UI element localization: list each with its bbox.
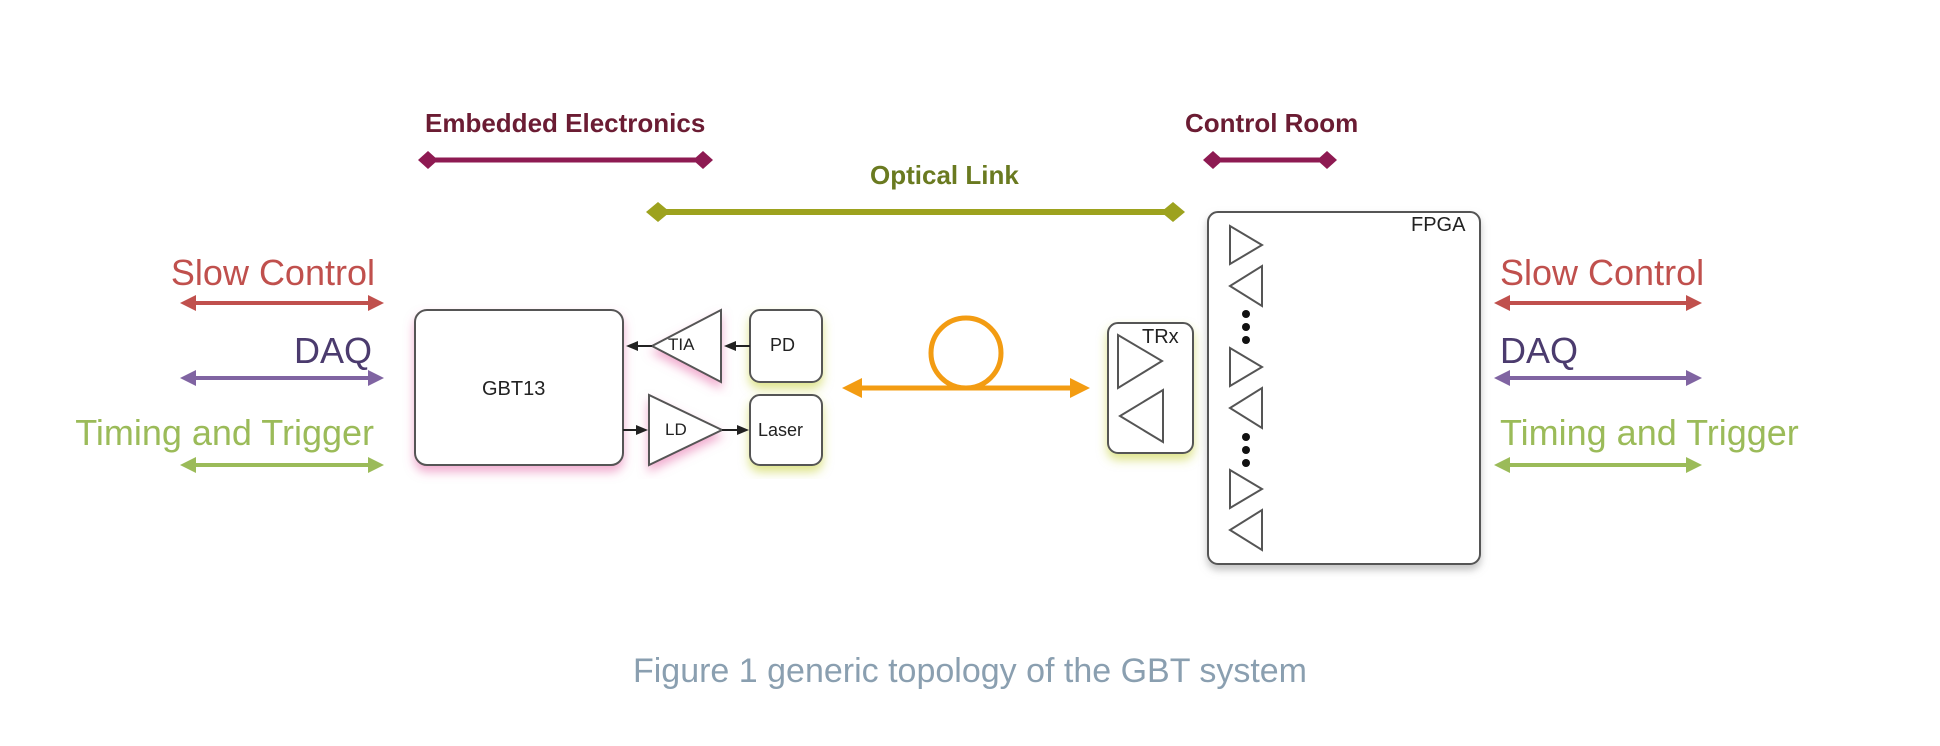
fpga-label: FPGA <box>1411 214 1466 236</box>
right-timing-arrow <box>1494 457 1702 473</box>
ld-label: LD <box>665 420 687 439</box>
ld-to-laser-arrow <box>722 425 749 435</box>
trx-label: TRx <box>1142 326 1179 348</box>
tia-label: TIA <box>668 335 695 354</box>
tia-to-gbt-arrow <box>626 341 652 351</box>
control-room-label: Control Room <box>1185 108 1359 138</box>
gbt-to-ld-arrow <box>623 425 648 435</box>
optical-link-label: Optical Link <box>870 160 1019 190</box>
left-timing-arrow <box>180 457 384 473</box>
left-daq-label: DAQ <box>293 330 372 371</box>
gbt13-block <box>414 309 624 466</box>
tia-amplifier <box>649 308 722 384</box>
control-room-bar <box>1203 151 1337 169</box>
right-slow-control-arrow <box>1494 295 1702 311</box>
right-slow-control-label: Slow Control <box>1500 252 1705 293</box>
fpga-ellipsis-dots <box>1242 310 1250 467</box>
left-daq-arrow <box>180 370 384 386</box>
pd-to-tia-arrow <box>724 341 750 351</box>
embedded-electronics-label: Embedded Electronics <box>425 108 706 138</box>
optical-link-bar <box>646 202 1185 222</box>
embedded-electronics-bar <box>418 151 713 169</box>
right-daq-label: DAQ <box>1500 330 1579 371</box>
trx-receive-triangle <box>1118 388 1164 444</box>
pd-label: PD <box>770 335 796 355</box>
fpga-transceiver-triangles <box>1228 224 1264 552</box>
fpga-block <box>1207 211 1481 565</box>
gbt13-label: GBT13 <box>482 378 546 400</box>
left-slow-control-arrow <box>180 295 384 311</box>
optical-fiber <box>842 315 1090 398</box>
right-timing-trigger-label: Timing and Trigger <box>1500 412 1799 453</box>
trx-transmit-triangle <box>1117 333 1164 390</box>
laser-label: Laser <box>758 420 804 440</box>
figure-caption: Figure 1 generic topology of the GBT sys… <box>632 652 1308 690</box>
ld-amplifier <box>648 393 725 467</box>
laser-block <box>749 394 823 466</box>
right-daq-arrow <box>1494 370 1702 386</box>
left-slow-control-label: Slow Control <box>170 252 375 293</box>
left-timing-trigger-label: Timing and Trigger <box>75 412 374 453</box>
